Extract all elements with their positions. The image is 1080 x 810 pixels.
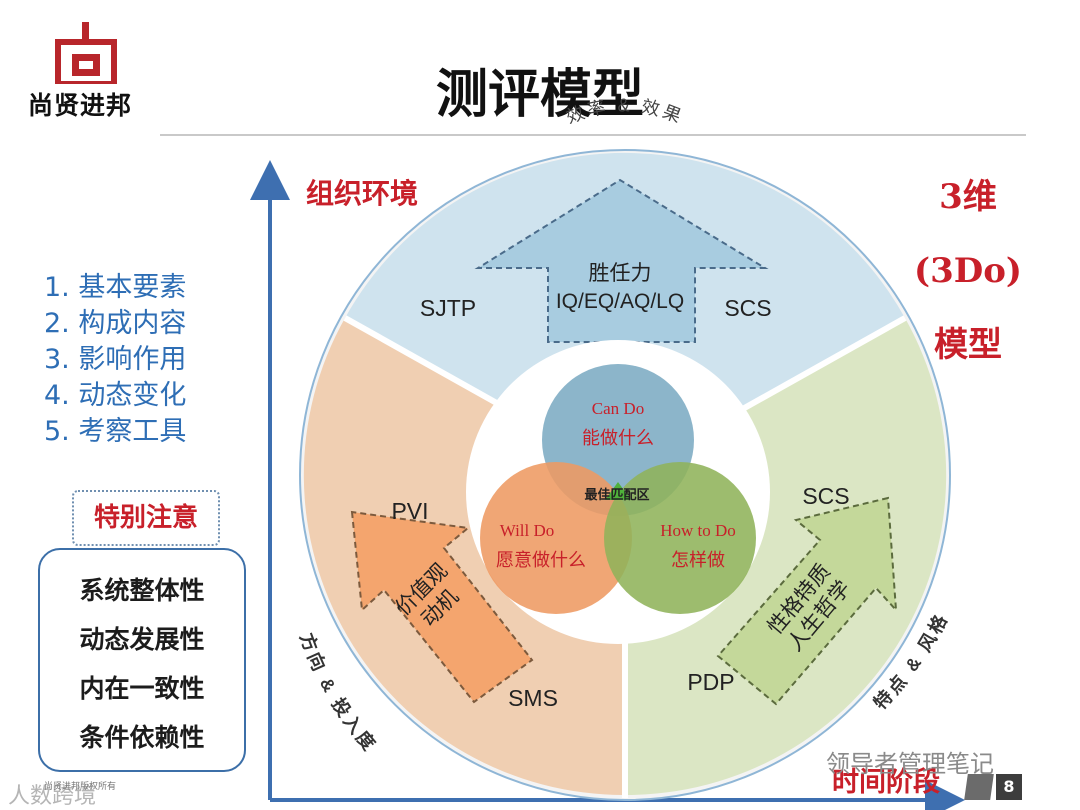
list-item: 4. 动态变化 — [44, 380, 187, 411]
right-arrow — [716, 496, 898, 706]
model-label-line2: (3Do) — [914, 251, 1022, 291]
model-label-line3: 模型 — [934, 325, 1002, 365]
list-item: 3. 影响作用 — [44, 344, 187, 375]
top-arrow-line1: 胜任力 — [589, 262, 652, 285]
notice-item: 动态发展性 — [79, 625, 205, 654]
venn-will-do-zh: 愿意做什么 — [496, 550, 586, 570]
tool-sms: SMS — [508, 685, 558, 711]
notice-item: 条件依赖性 — [79, 723, 205, 752]
tool-scs-top: SCS — [724, 295, 771, 321]
venn-can-do-zh: 能做什么 — [582, 428, 654, 448]
venn-how-to-do-zh: 怎样做 — [671, 550, 725, 570]
page-title: 测评模型 — [435, 65, 644, 125]
venn-can-do-en: Can Do — [592, 399, 644, 418]
notice-box: 系统整体性 动态发展性 内在一致性 条件依赖性 — [38, 548, 246, 772]
list-item: 1. 基本要素 — [44, 272, 187, 303]
corner-watermark: 人数跨境 — [8, 784, 97, 809]
tool-sjtp: SJTP — [420, 295, 476, 321]
list-item: 5. 考察工具 — [44, 416, 187, 447]
venn-center-label: 最佳匹配区 — [584, 487, 649, 502]
list-item: 2. 构成内容 — [44, 308, 187, 339]
notice-title: 特别注意 — [72, 490, 220, 546]
venn-how-to-do — [604, 462, 756, 614]
page-number-badge: 8 — [964, 772, 1024, 802]
notice-item: 系统整体性 — [79, 576, 205, 605]
axis-y-label: 组织环境 — [306, 177, 419, 210]
tool-scs-right: SCS — [802, 483, 849, 509]
tool-pdp: PDP — [687, 669, 734, 695]
model-label: 3维 (3Do) 模型 — [908, 160, 1028, 382]
page-number: 8 — [996, 774, 1022, 800]
venn-will-do-en: Will Do — [500, 521, 555, 540]
top-arrow — [474, 178, 769, 343]
outer-top-label: 效率 & 效果 — [563, 96, 686, 128]
venn-will-do — [480, 462, 632, 614]
left-arrow — [350, 510, 534, 704]
title-divider — [160, 134, 1026, 136]
tool-pvi: PVI — [391, 498, 428, 524]
content-list: 1. 基本要素 2. 构成内容 3. 影响作用 4. 动态变化 5. 考察工具 — [44, 270, 186, 450]
logo-mark — [55, 22, 117, 84]
watermark-text: 领导者管理笔记 — [826, 750, 994, 778]
notice-item: 内在一致性 — [79, 674, 205, 703]
model-label-line1: 3维 — [939, 177, 997, 217]
venn-how-to-do-en: How to Do — [660, 521, 736, 540]
axis-x-label: 时间阶段 — [832, 767, 940, 798]
footer-copyright: 尚贤进邦版权所有 — [44, 782, 117, 792]
logo-text: 尚贤进邦 — [28, 91, 133, 120]
top-arrow-line2: IQ/EQ/AQ/LQ — [556, 290, 684, 313]
